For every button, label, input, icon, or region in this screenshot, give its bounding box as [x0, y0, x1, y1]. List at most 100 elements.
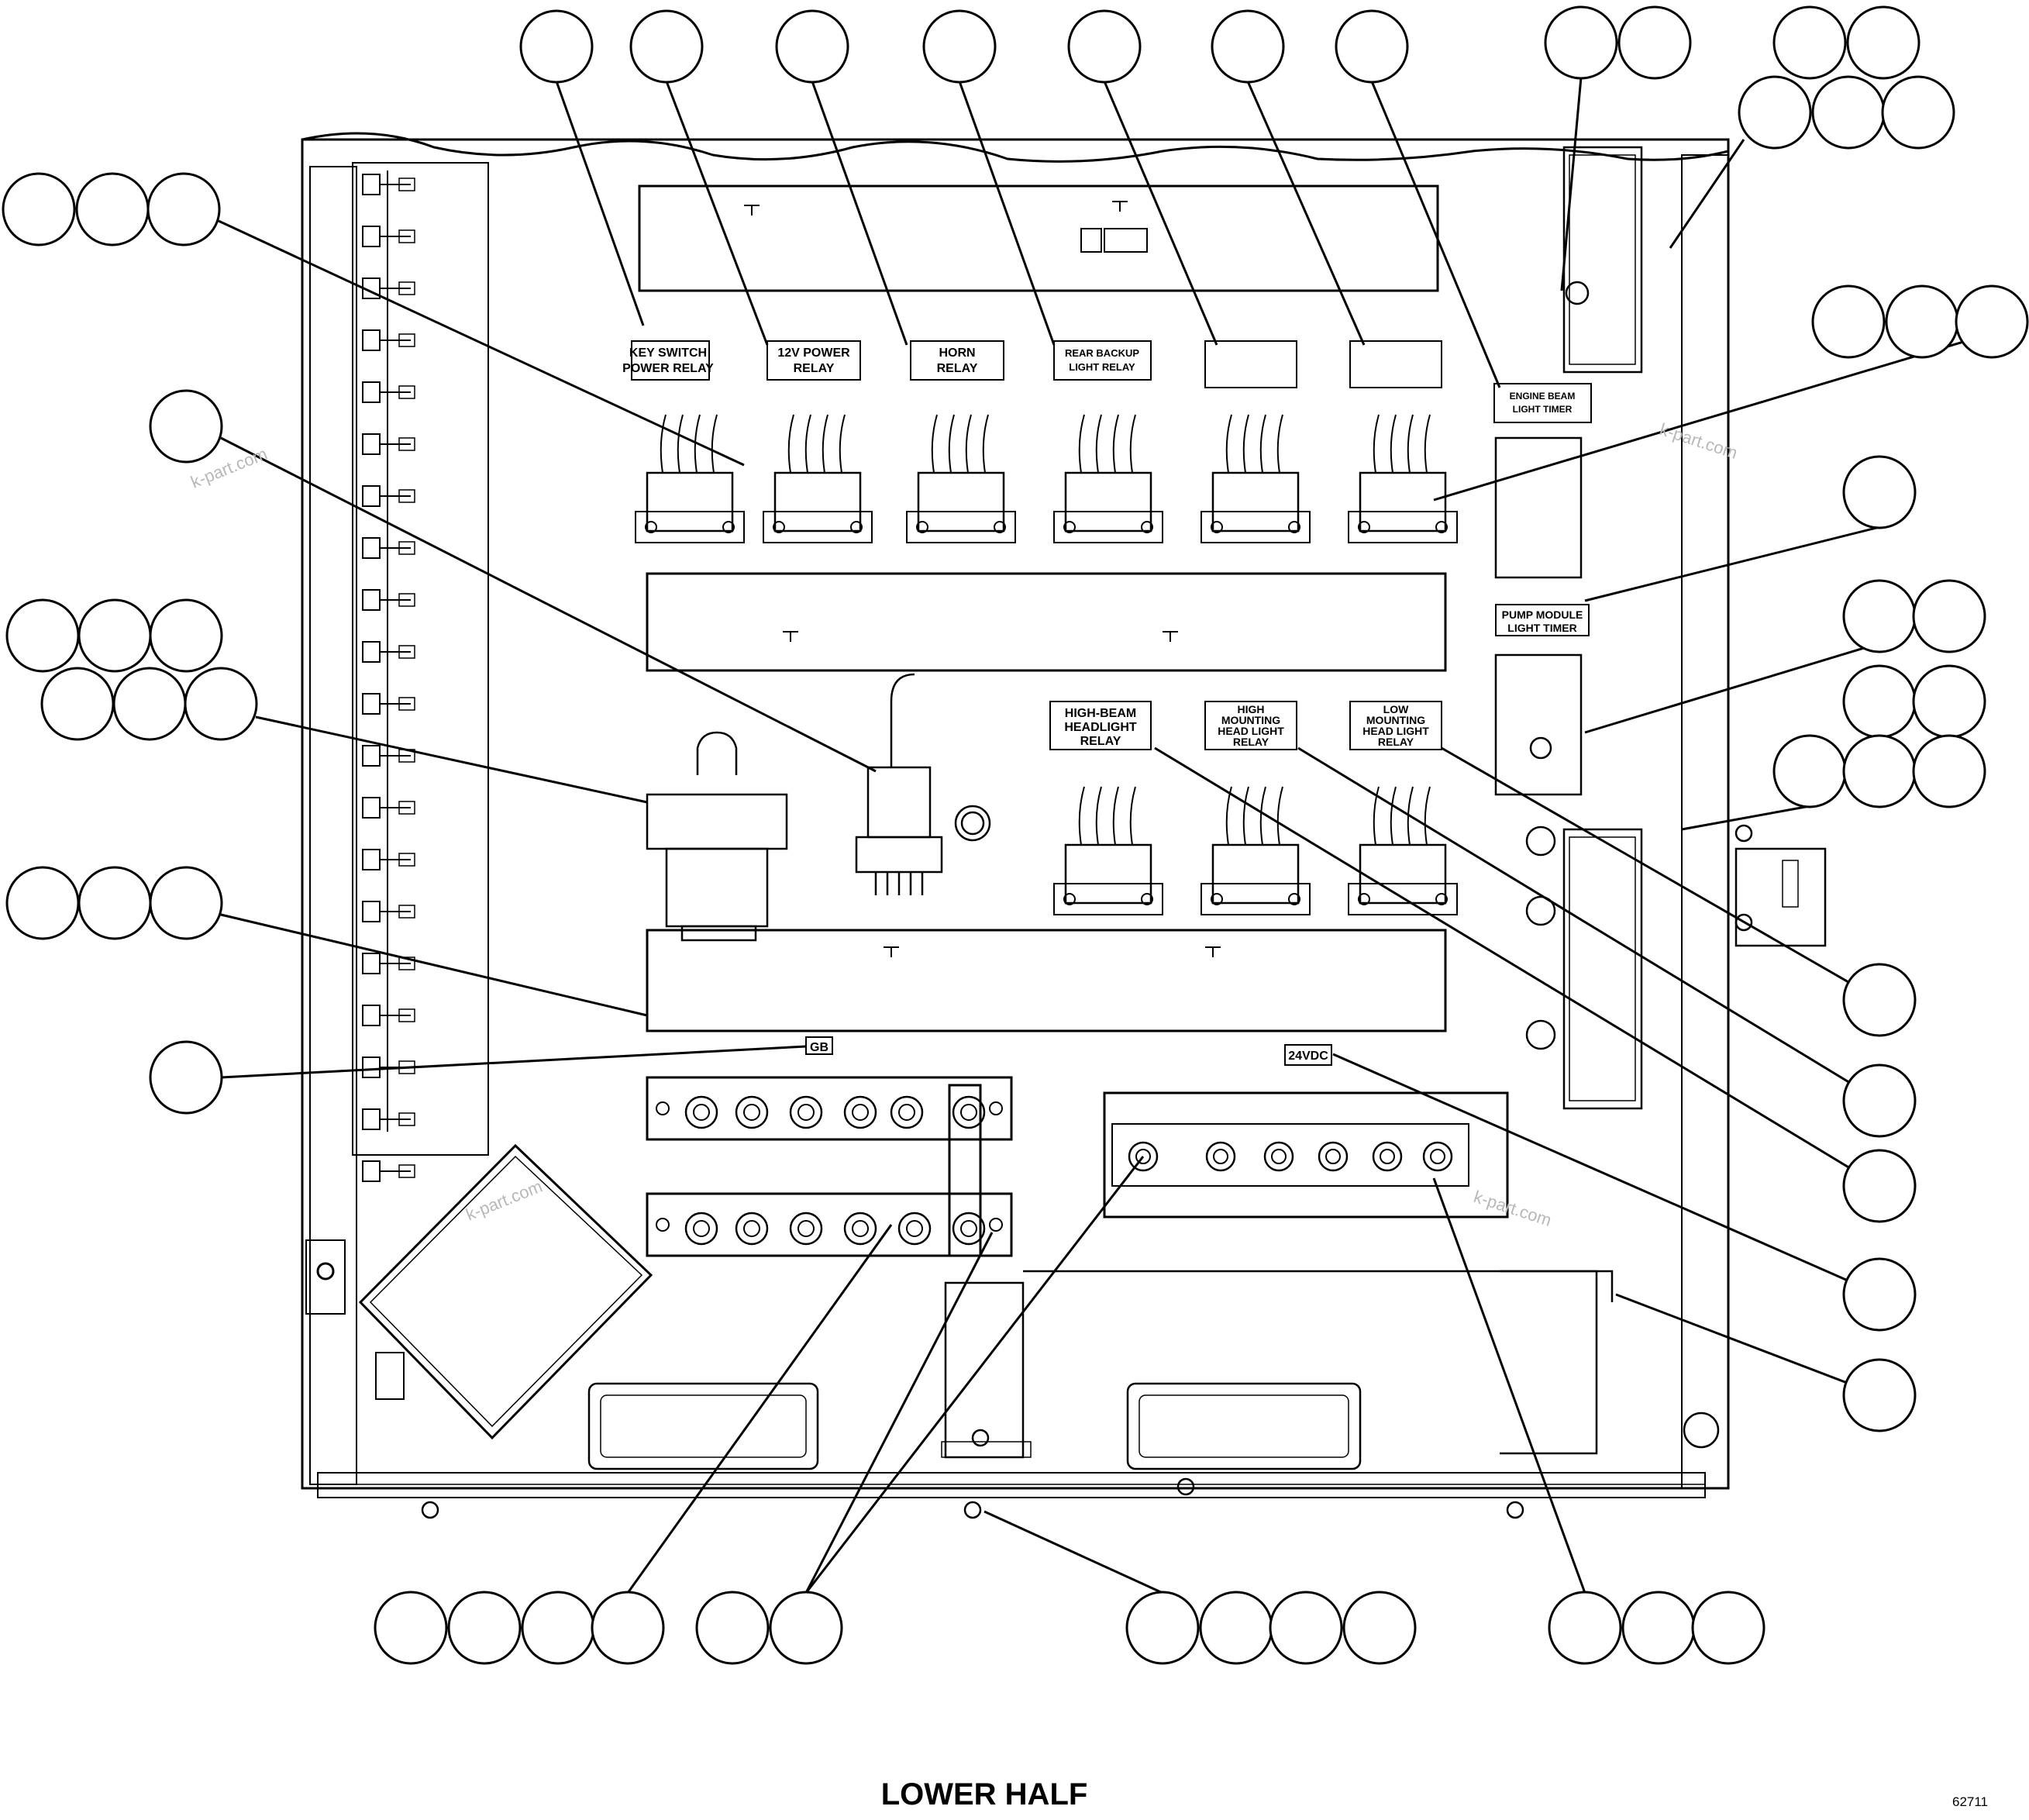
leader-line — [218, 219, 745, 467]
leader-line — [958, 81, 1056, 346]
callout-bubble — [149, 389, 223, 464]
relay-wire — [839, 414, 846, 474]
watermark-4: k-part.com — [1471, 1187, 1554, 1230]
relay-wire — [1112, 786, 1119, 846]
horn-label-line1: HORN — [939, 346, 975, 360]
relay-screw — [1141, 521, 1153, 533]
power-12v-label-line2: RELAY — [794, 362, 835, 375]
relay-wire — [787, 414, 794, 474]
high-beam-label-line1: HIGH-BEAM — [1065, 707, 1136, 720]
relay-screw — [1358, 521, 1370, 533]
callout-bubble — [146, 172, 221, 246]
callout-bubble — [1881, 75, 1955, 150]
callout-bubble — [2, 172, 76, 246]
callout-bubble — [1912, 734, 1986, 808]
relay-screw — [916, 521, 928, 533]
callout-bubble — [1955, 284, 2029, 359]
terminal-stud — [362, 381, 381, 403]
leader-line — [1681, 805, 1810, 831]
leader-line — [804, 1156, 1145, 1594]
relay-wire — [982, 414, 989, 474]
low-mounting-label-line2: MOUNTING — [1366, 714, 1425, 726]
ground-terminal-nut — [1128, 1141, 1159, 1172]
callout-bubble — [184, 667, 258, 741]
callout-bubble — [1335, 9, 1409, 84]
relay-socket — [1348, 883, 1458, 915]
callout-bubble — [1125, 1591, 1200, 1665]
bus-mount-screw — [989, 1101, 1003, 1115]
lower-wire-duct — [646, 929, 1447, 1032]
terminal-stud — [362, 641, 381, 663]
relay-wire — [1095, 414, 1102, 474]
terminal-stud — [362, 1160, 381, 1182]
terminal-stud — [362, 745, 381, 767]
ground-terminal-stud — [1325, 1149, 1341, 1164]
callout-bubble — [1885, 284, 1959, 359]
terminal-nut — [398, 801, 415, 815]
relay-body — [1359, 843, 1447, 905]
high-beam-label-line3: RELAY — [1080, 735, 1121, 748]
middle-wire-duct — [646, 572, 1447, 672]
relay-wire — [711, 414, 718, 474]
callout-bubble — [1811, 75, 1886, 150]
bus-terminal-stud — [797, 1220, 815, 1237]
callout-bubble — [1199, 1591, 1273, 1665]
callout-bubble — [1912, 664, 1986, 739]
callout-bubble — [922, 9, 997, 84]
bus-terminal-stud — [743, 1104, 760, 1121]
leader-line — [1433, 332, 1993, 502]
bus-terminal-nut — [789, 1212, 823, 1246]
watermark-3: k-part.com — [463, 1177, 546, 1225]
leader-line — [1441, 746, 1880, 1001]
callout-bubble — [1842, 579, 1917, 653]
leader-line — [220, 436, 877, 773]
ground-terminal-stud — [1135, 1149, 1151, 1164]
callout-bubble — [1842, 455, 1917, 529]
relay-wire — [1390, 786, 1397, 846]
relay-wire — [1129, 414, 1136, 474]
bus-terminal-stud — [693, 1104, 710, 1121]
relay-body — [1064, 843, 1152, 905]
figure-code: 62711 — [1952, 1794, 1988, 1809]
terminal-stud — [362, 433, 381, 455]
ground-terminal-nut — [1318, 1141, 1349, 1172]
terminal-stud — [362, 537, 381, 559]
terminal-nut — [398, 385, 415, 399]
terminal-nut — [398, 645, 415, 659]
terminal-stud — [362, 329, 381, 351]
callout-bubble — [5, 866, 80, 940]
callout-bubble — [374, 1591, 448, 1665]
terminal-nut — [398, 957, 415, 970]
callout-bubble — [1842, 1063, 1917, 1138]
middle-label-text: HIGH-BEAM HEADLIGHT RELAY HIGH MOUNTING … — [1064, 703, 1429, 748]
callout-bubble — [1738, 75, 1812, 150]
terminal-nut — [398, 593, 415, 607]
bus-terminal-nut — [684, 1212, 718, 1246]
callout-bubble — [40, 667, 115, 741]
relay-wire — [1225, 786, 1232, 846]
callout-bubble — [447, 1591, 522, 1665]
high-mounting-label-line2: MOUNTING — [1221, 714, 1280, 726]
leader-line — [1370, 81, 1501, 388]
relay-screw — [1211, 521, 1223, 533]
relay-screw — [1358, 893, 1370, 905]
terminal-stud — [362, 953, 381, 974]
high-mounting-label-line4: RELAY — [1233, 736, 1269, 748]
relay-body — [1211, 843, 1300, 905]
upper-label-plates — [631, 340, 1592, 636]
bus-terminal-stud — [906, 1220, 923, 1237]
callout-bubble — [1842, 664, 1917, 739]
relay-screw — [1063, 893, 1076, 905]
ground-terminal-nut — [1205, 1141, 1236, 1172]
leader-line — [1246, 81, 1366, 346]
callout-bubble — [519, 9, 594, 84]
relay-wire — [1095, 786, 1102, 846]
leader-line — [811, 81, 908, 346]
callout-bubble — [629, 9, 704, 84]
leader-line — [220, 913, 648, 1017]
relay-socket — [1053, 511, 1163, 543]
callout-bubble — [75, 172, 150, 246]
callout-bubble — [769, 1591, 843, 1665]
relay-socket — [1201, 883, 1311, 915]
relay-screw — [773, 521, 785, 533]
